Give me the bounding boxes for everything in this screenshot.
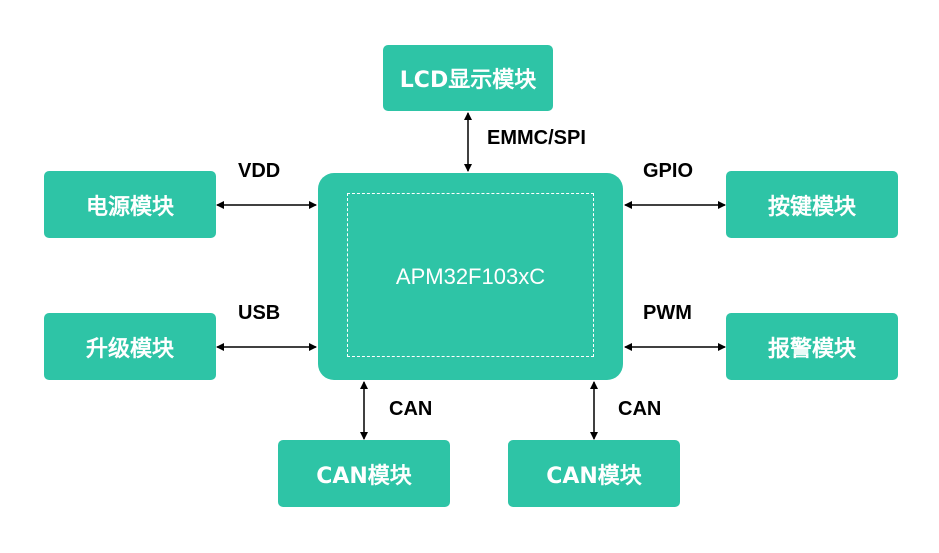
connection-label-can1: CAN [389,398,433,420]
connection-label-can2: CAN [618,398,662,420]
key-module: 按键模块 [726,171,898,238]
connection-label-upgrade: USB [238,302,281,324]
mcu-block [318,173,623,380]
lcd-module: LCD显示模块 [383,45,553,111]
power-module: 电源模块 [44,171,216,238]
mcu-dashed-border [347,193,594,357]
mcu-label: APM32F103xC [395,263,546,289]
can-module-2: CAN模块 [508,440,680,507]
alarm-module: 报警模块 [726,313,898,380]
connection-label-alarm: PWM [643,302,692,324]
can-module-1: CAN模块 [278,440,450,507]
upgrade-module: 升级模块 [44,313,216,380]
connection-label-lcd: EMMC/SPI [487,127,586,149]
connection-label-key: GPIO [643,160,694,182]
connection-label-power: VDD [238,160,281,182]
